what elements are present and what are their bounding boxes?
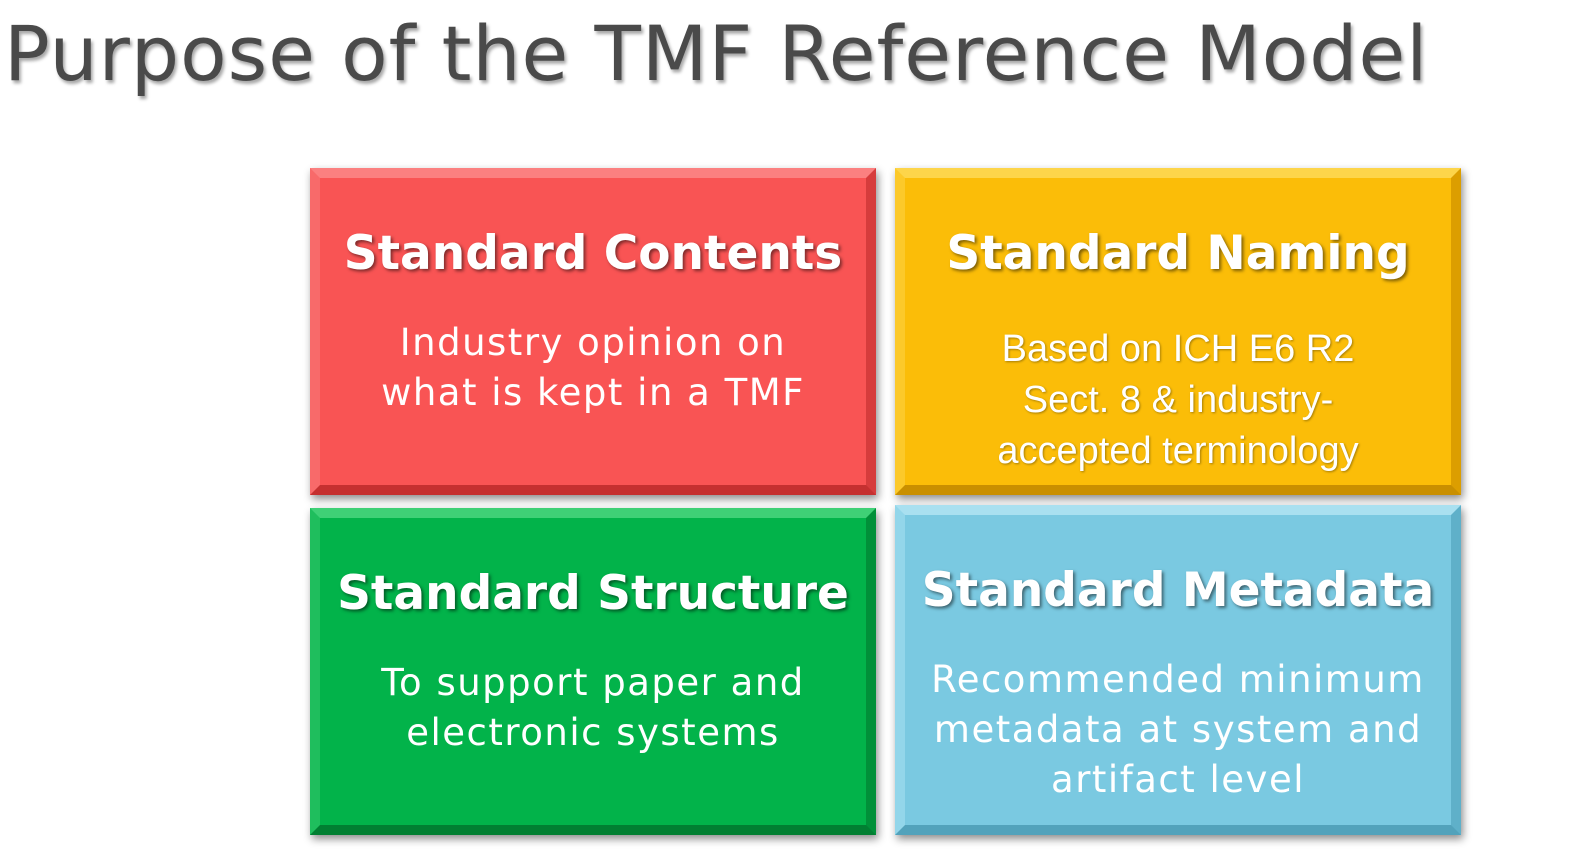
- standard-contents-description: Industry opinion on what is kept in a TM…: [381, 321, 805, 414]
- standard-structure-tile: Standard Structure To support paper and …: [310, 508, 876, 835]
- standard-naming-heading: Standard Naming: [946, 226, 1410, 281]
- standard-contents-heading: Standard Contents: [343, 226, 843, 281]
- slide-title: Purpose of the TMF Reference Model: [4, 9, 1429, 98]
- standard-metadata-tile: Standard Metadata Recommended minimum me…: [895, 505, 1461, 835]
- standard-naming-tile: Standard Naming Based on ICH E6 R2 Sect.…: [895, 168, 1461, 495]
- standard-metadata-heading: Standard Metadata: [921, 563, 1435, 618]
- standard-structure-heading: Standard Structure: [337, 566, 849, 621]
- standard-contents-tile: Standard Contents Industry opinion on wh…: [310, 168, 876, 495]
- standard-naming-description: Based on ICH E6 R2 Sect. 8 & industry- a…: [997, 328, 1359, 472]
- standard-structure-description: To support paper and electronic systems: [381, 661, 805, 754]
- standard-metadata-description: Recommended minimum metadata at system a…: [931, 658, 1425, 801]
